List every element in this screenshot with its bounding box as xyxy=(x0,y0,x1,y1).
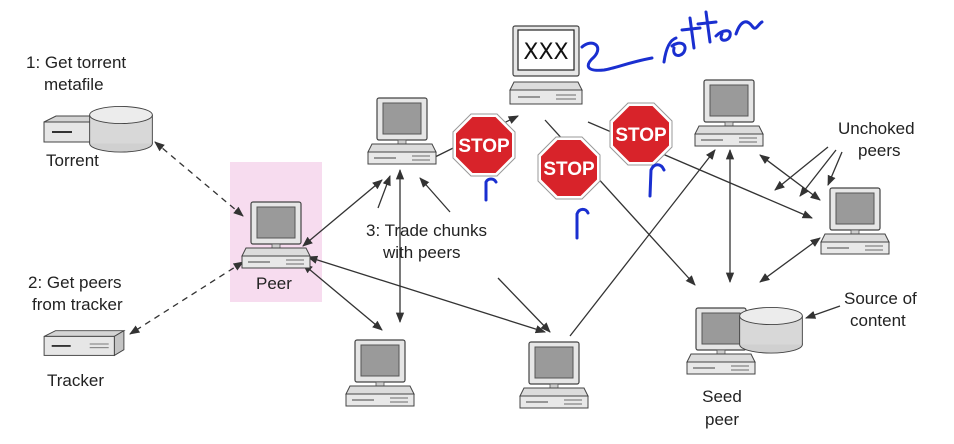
stop-text: STOP xyxy=(615,125,667,146)
step3-label: 3: Trade chunks xyxy=(366,221,487,240)
stop-text: STOP xyxy=(543,159,595,180)
seed-label-line2: peer xyxy=(704,410,740,429)
step1-label-line2: metafile xyxy=(44,75,104,94)
peer-label: Peer xyxy=(256,274,292,293)
peer-computer-bottom-center xyxy=(519,341,589,409)
tracker-label: Tracker xyxy=(47,371,104,390)
xxx-computer: XXX xyxy=(509,25,583,105)
source-label: Source of xyxy=(844,289,917,308)
seed-label: Seed xyxy=(702,387,742,406)
stop-sign-1: STOP xyxy=(452,113,516,177)
torrent-server xyxy=(43,105,153,153)
stop-text: STOP xyxy=(458,136,510,157)
peer-computer-top-left xyxy=(367,97,437,165)
peer-computer-bottom-left xyxy=(345,339,415,407)
step2-label: 2: Get peers xyxy=(28,273,122,292)
handwritten-annotation xyxy=(484,10,764,240)
torrent-label: Torrent xyxy=(46,151,99,170)
stop-sign-2: STOP xyxy=(537,136,601,200)
tracker-server xyxy=(43,329,125,357)
monitor-text: XXX xyxy=(523,40,568,65)
peer-computer xyxy=(241,201,311,269)
stop-sign-3: STOP xyxy=(609,102,673,166)
unchoked-label: Unchoked xyxy=(838,119,915,138)
step1-label: 1: Get torrent xyxy=(26,53,127,72)
unchoked-peer-computer xyxy=(820,187,890,255)
peer-computer-top-right xyxy=(694,79,764,147)
source-disk-icon xyxy=(739,306,803,354)
step2-label-line2: from tracker xyxy=(32,295,123,314)
source-label-line2: content xyxy=(850,311,906,330)
unchoked-label-line2: peers xyxy=(858,141,901,160)
step3-label-line2: with peers xyxy=(383,243,461,262)
